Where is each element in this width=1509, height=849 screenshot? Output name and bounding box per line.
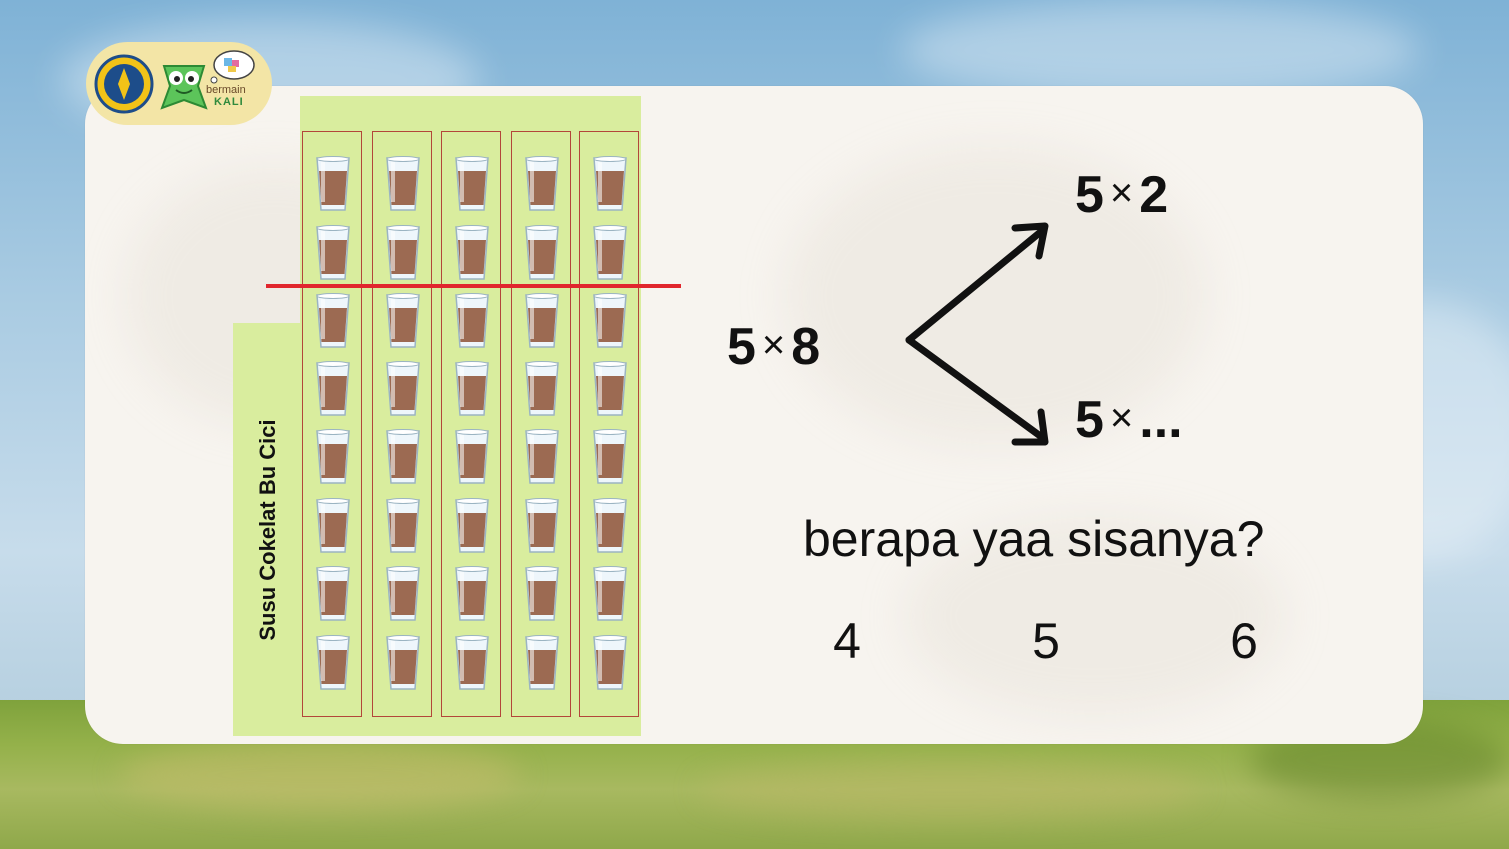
glass-column xyxy=(372,131,432,717)
milk-glass-icon xyxy=(386,635,420,690)
milk-glass-icon xyxy=(593,429,627,484)
top-left-factor: 5 xyxy=(1075,166,1104,224)
milk-glass-icon xyxy=(455,498,489,553)
milk-glass-icon xyxy=(455,225,489,280)
brand-name: bermain KALI xyxy=(206,84,266,108)
milk-glass-icon xyxy=(386,156,420,211)
split-arrows-icon xyxy=(905,222,1049,446)
milk-glass-icon xyxy=(316,498,350,553)
milk-glass-icon xyxy=(316,293,350,348)
main-expression: 5×8 xyxy=(727,317,820,377)
milk-glass-icon xyxy=(525,225,559,280)
milk-glass-icon xyxy=(455,429,489,484)
milk-glass-icon xyxy=(525,498,559,553)
milk-glass-icon xyxy=(455,156,489,211)
milk-glass-icon xyxy=(316,429,350,484)
paper-texture xyxy=(905,516,1285,716)
milk-glass-icon xyxy=(593,156,627,211)
milk-glass-icon xyxy=(593,361,627,416)
times-operator: × xyxy=(1109,396,1134,440)
milk-glass-icon xyxy=(455,361,489,416)
milk-glass-icon xyxy=(316,156,350,211)
glass-column xyxy=(511,131,571,717)
side-label: Susu Cokelat Bu Cici xyxy=(255,419,280,641)
brand-line-2: KALI xyxy=(214,96,244,108)
milk-glass-icon xyxy=(525,293,559,348)
times-operator: × xyxy=(1109,171,1134,215)
mascot-icon xyxy=(160,65,208,110)
milk-glass-icon xyxy=(525,156,559,211)
milk-glass-icon xyxy=(593,498,627,553)
milk-glass-icon xyxy=(455,566,489,621)
times-operator: × xyxy=(761,323,786,367)
milk-glass-icon xyxy=(455,293,489,348)
bottom-expression: 5×... xyxy=(1075,390,1183,450)
milk-glass-icon xyxy=(316,361,350,416)
milk-glass-icon xyxy=(386,498,420,553)
milk-glass-icon xyxy=(316,225,350,280)
top-right-factor: 2 xyxy=(1139,166,1169,224)
milk-glass-icon xyxy=(593,566,627,621)
milk-glass-icon xyxy=(593,635,627,690)
answer-option-5[interactable]: 5 xyxy=(1032,613,1060,669)
answer-option-4[interactable]: 4 xyxy=(833,613,861,669)
bottom-left-factor: 5 xyxy=(1075,391,1104,449)
milk-glass-icon xyxy=(386,566,420,621)
answer-option-6[interactable]: 6 xyxy=(1230,613,1258,669)
milk-glass-icon xyxy=(525,566,559,621)
main-right-factor: 8 xyxy=(791,318,821,376)
milk-glass-icon xyxy=(386,361,420,416)
top-expression: 5×2 xyxy=(1075,165,1168,225)
milk-glass-icon xyxy=(316,566,350,621)
thought-bubble-icon xyxy=(210,50,255,84)
grass-texture xyxy=(120,740,520,810)
milk-glass-icon xyxy=(316,635,350,690)
milk-glass-icon xyxy=(455,635,489,690)
milk-glass-icon xyxy=(386,429,420,484)
brand-line-1: bermain xyxy=(206,84,246,96)
milk-glass-icon xyxy=(386,225,420,280)
glass-column xyxy=(579,131,639,717)
milk-glass-icon xyxy=(593,293,627,348)
milk-glass-icon xyxy=(386,293,420,348)
paper-texture xyxy=(785,146,1205,446)
milk-glass-icon xyxy=(525,361,559,416)
milk-glass-icon xyxy=(593,225,627,280)
milk-glass-icon xyxy=(525,429,559,484)
glass-column xyxy=(441,131,501,717)
side-label-panel xyxy=(233,323,303,736)
sky-texture xyxy=(900,0,1420,100)
milk-glass-icon xyxy=(525,635,559,690)
glass-column xyxy=(302,131,362,717)
ministry-emblem-icon xyxy=(94,54,154,114)
main-left-factor: 5 xyxy=(727,318,756,376)
bottom-right-factor: ... xyxy=(1139,391,1183,449)
split-line xyxy=(266,284,681,288)
grass-texture xyxy=(700,760,1200,820)
question-text: berapa yaa sisanya? xyxy=(803,511,1265,567)
